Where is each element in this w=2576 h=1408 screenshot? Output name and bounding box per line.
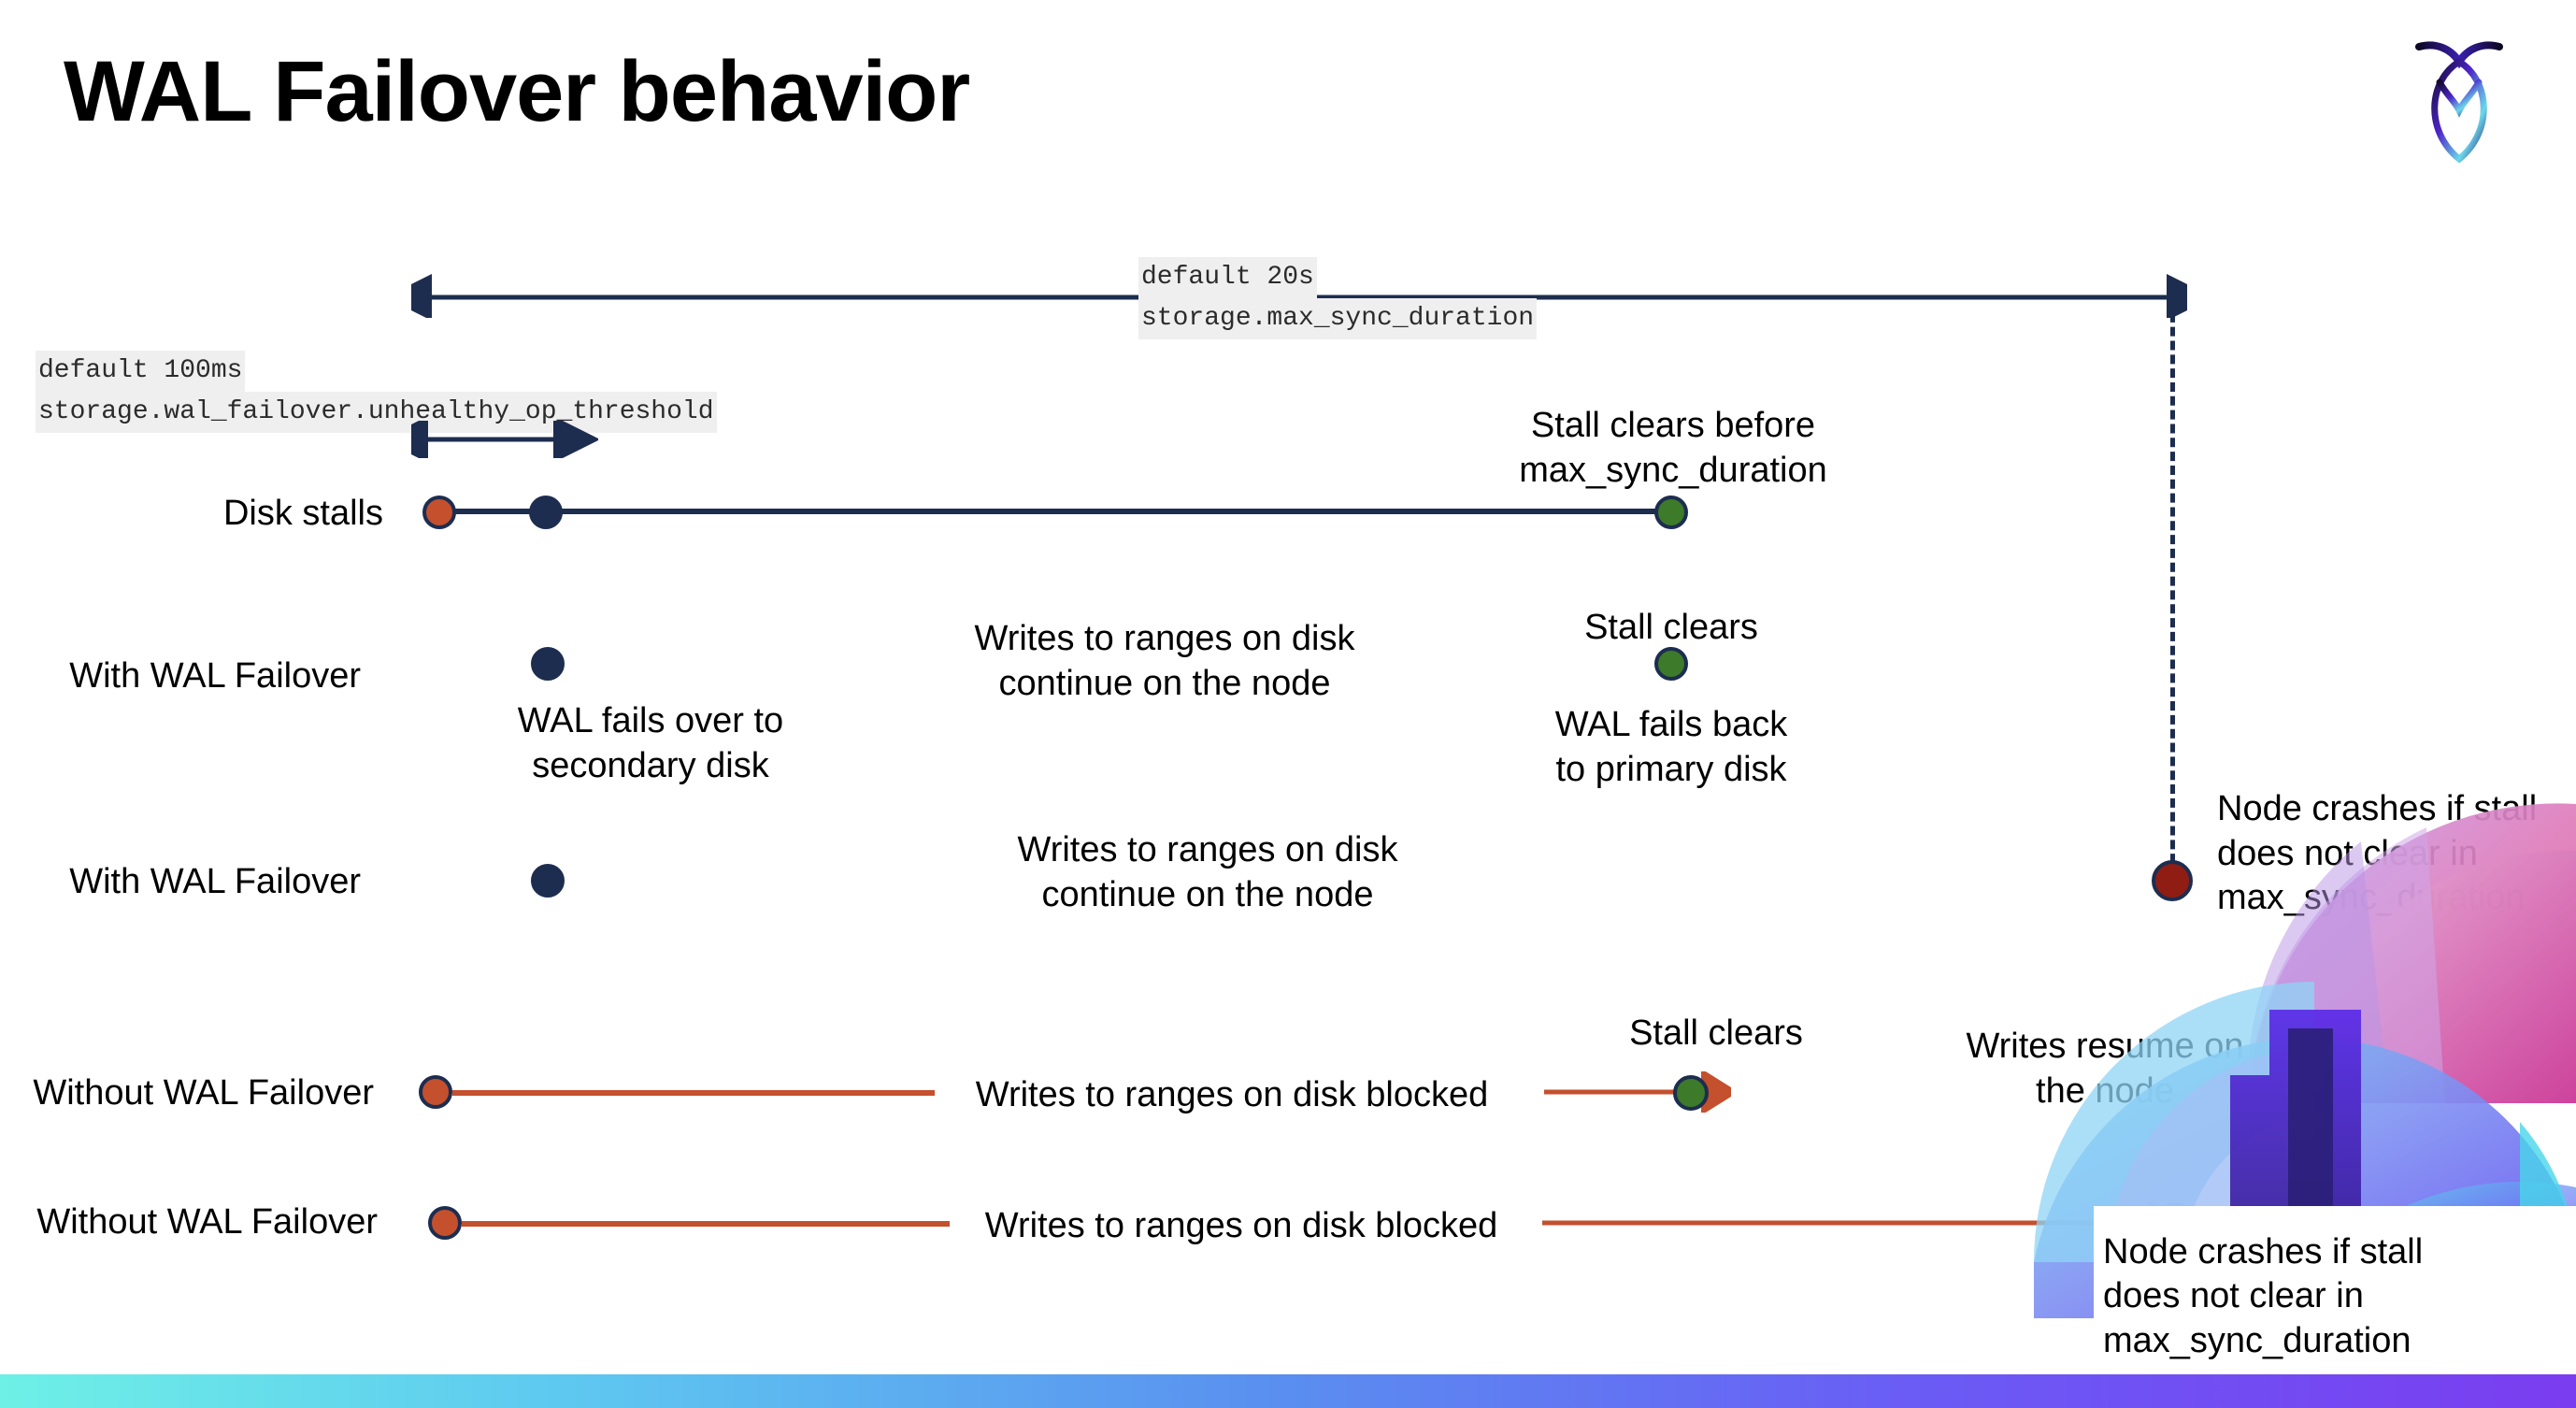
config-default-label: default 20s [1138,257,1317,298]
config-callout-max-sync-duration: default 20s storage.max_sync_duration [1138,257,1538,339]
annotation-writes-blocked-2: Writes to ranges on disk blocked [984,1206,1498,1245]
row-label-without-wal-failover-1: Without WAL Failover [33,1073,374,1113]
cockroachdb-logo-icon [2408,26,2511,176]
annotation-wal-fails-over: WAL fails over to secondary disk [517,701,784,785]
timeline-without-wal-failover-2-blocked-arrow [1542,1202,2178,1243]
config-default-label: default 100ms [36,351,246,392]
annotation-writes-continue-1: Writes to ranges on disk continue on the… [974,619,1355,703]
timeline-disk-stalls [437,509,1681,514]
unhealthy-op-threshold-span-arrow [411,421,598,458]
marker-stall-clears-green [1654,647,1688,681]
marker-stall-clears-green [1673,1075,1709,1111]
annotation-stall-clears-before-max-sync: Stall clears before max_sync_duration [1519,406,1827,490]
row-label-without-wal-failover-2: Without WAL Failover [36,1202,378,1242]
marker-stall-start-orange [422,496,456,529]
annotation-writes-continue-2: Writes to ranges on disk continue on the… [1017,830,1398,914]
annotation-stall-clears-1: Stall clears [1584,608,1758,647]
node-crash-callout-panel [2094,1206,2576,1374]
config-setting-label: storage.wal_failover.unhealthy_op_thresh… [36,392,717,433]
config-callout-unhealthy-op-threshold: default 100ms storage.wal_failover.unhea… [36,351,717,433]
row-label-with-wal-failover-2: With WAL Failover [69,862,361,901]
timeline-without-wal-failover-1-blocked-a [452,1090,935,1096]
marker-wal-fails-over-navy [531,647,565,681]
marker-stall-clears-green [1654,496,1688,529]
marker-stall-start-orange [419,1075,452,1109]
marker-wal-fails-over-navy [531,864,565,898]
annotation-stall-clears-2: Stall clears [1629,1013,1803,1053]
config-setting-label: storage.max_sync_duration [1138,298,1538,339]
bottom-gradient-bar [0,1374,2576,1408]
marker-stall-start-orange [428,1206,462,1240]
marker-node-crash-red [2152,860,2193,901]
annotation-node-crash-2: Node crashes if stall does not clear in … [2103,1231,2424,1360]
timeline-without-wal-failover-2-blocked-a [462,1221,950,1227]
annotation-writes-resume: Writes resume on the node [1966,1027,2244,1111]
marker-threshold-navy [529,496,563,529]
row-label-disk-stalls: Disk stalls [222,494,383,533]
page-title: WAL Failover behavior [64,44,970,139]
max-sync-duration-dashed-guide [2170,299,2175,877]
row-label-with-wal-failover-1: With WAL Failover [69,656,361,696]
annotation-writes-blocked-1: Writes to ranges on disk blocked [975,1075,1489,1114]
annotation-wal-fails-back: WAL fails back to primary disk [1554,705,1788,789]
annotation-node-crash-1: Node crashes if stall does not clear in … [2217,789,2538,917]
